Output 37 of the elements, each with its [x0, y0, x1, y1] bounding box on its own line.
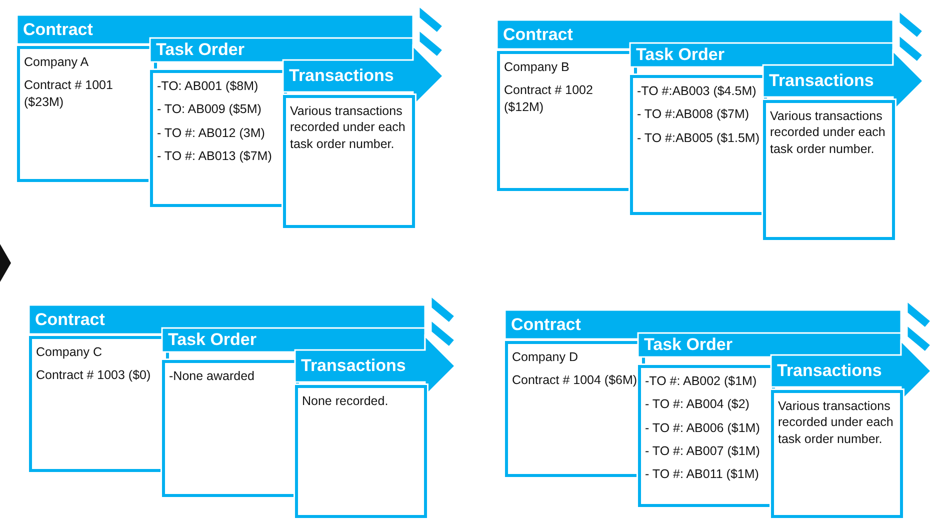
column-heading: Contract — [35, 309, 105, 331]
body-text: - TO #: AB011 ($1M) — [645, 466, 760, 482]
column-heading: Transactions — [769, 70, 874, 92]
body-text: -TO: AB001 ($8M) — [157, 78, 260, 94]
column-heading: Contract — [511, 314, 581, 336]
body-text: -None awarded — [169, 368, 256, 384]
body-text: - TO #: AB012 (3M) — [157, 124, 266, 141]
body-text: Contract # 1001 ($23M) — [24, 77, 114, 110]
column-heading: Task Order — [168, 329, 257, 351]
column-heading: Task Order — [156, 39, 245, 61]
column-heading: Task Order — [636, 44, 725, 66]
body-text: Company C — [36, 344, 103, 360]
column-heading: Contract — [503, 24, 573, 46]
column-heading: Transactions — [777, 360, 882, 382]
body-text: Various transactions recorded under each task order number. — [778, 398, 894, 447]
body-text: - TO #: AB007 ($1M) — [645, 442, 761, 459]
body-text: - TO: AB009 ($5M) — [157, 101, 262, 118]
column-heading: Transactions — [301, 355, 406, 377]
body-text: None recorded. — [302, 393, 390, 410]
body-text: - TO #:AB005 ($1.5M) — [637, 130, 760, 146]
body-text: - TO #: AB013 ($7M) — [157, 148, 273, 164]
body-text: Company B — [504, 59, 570, 76]
body-text: Various transactions recorded under each task order number. — [290, 103, 406, 152]
body-text: - TO #: AB006 ($1M) — [645, 420, 761, 436]
body-text: Contract # 1004 ($6M) — [512, 372, 638, 388]
body-text: Various transactions recorded under each task order number. — [770, 108, 886, 157]
body-text: -TO #:AB003 ($4.5M) — [637, 83, 758, 100]
column-heading: Contract — [23, 19, 93, 41]
body-text: Contract # 1003 ($0) — [36, 367, 152, 384]
column-heading: Transactions — [289, 65, 394, 87]
body-text: -TO #: AB002 ($1M) — [645, 373, 758, 390]
body-text: Company D — [512, 349, 579, 366]
body-text: - TO #: AB004 ($2) — [645, 396, 750, 412]
body-text: Contract # 1002 ($12M) — [504, 82, 594, 115]
column-heading: Task Order — [644, 334, 733, 356]
body-text: Company A — [24, 54, 90, 70]
body-text: - TO #:AB008 ($7M) — [637, 106, 750, 122]
